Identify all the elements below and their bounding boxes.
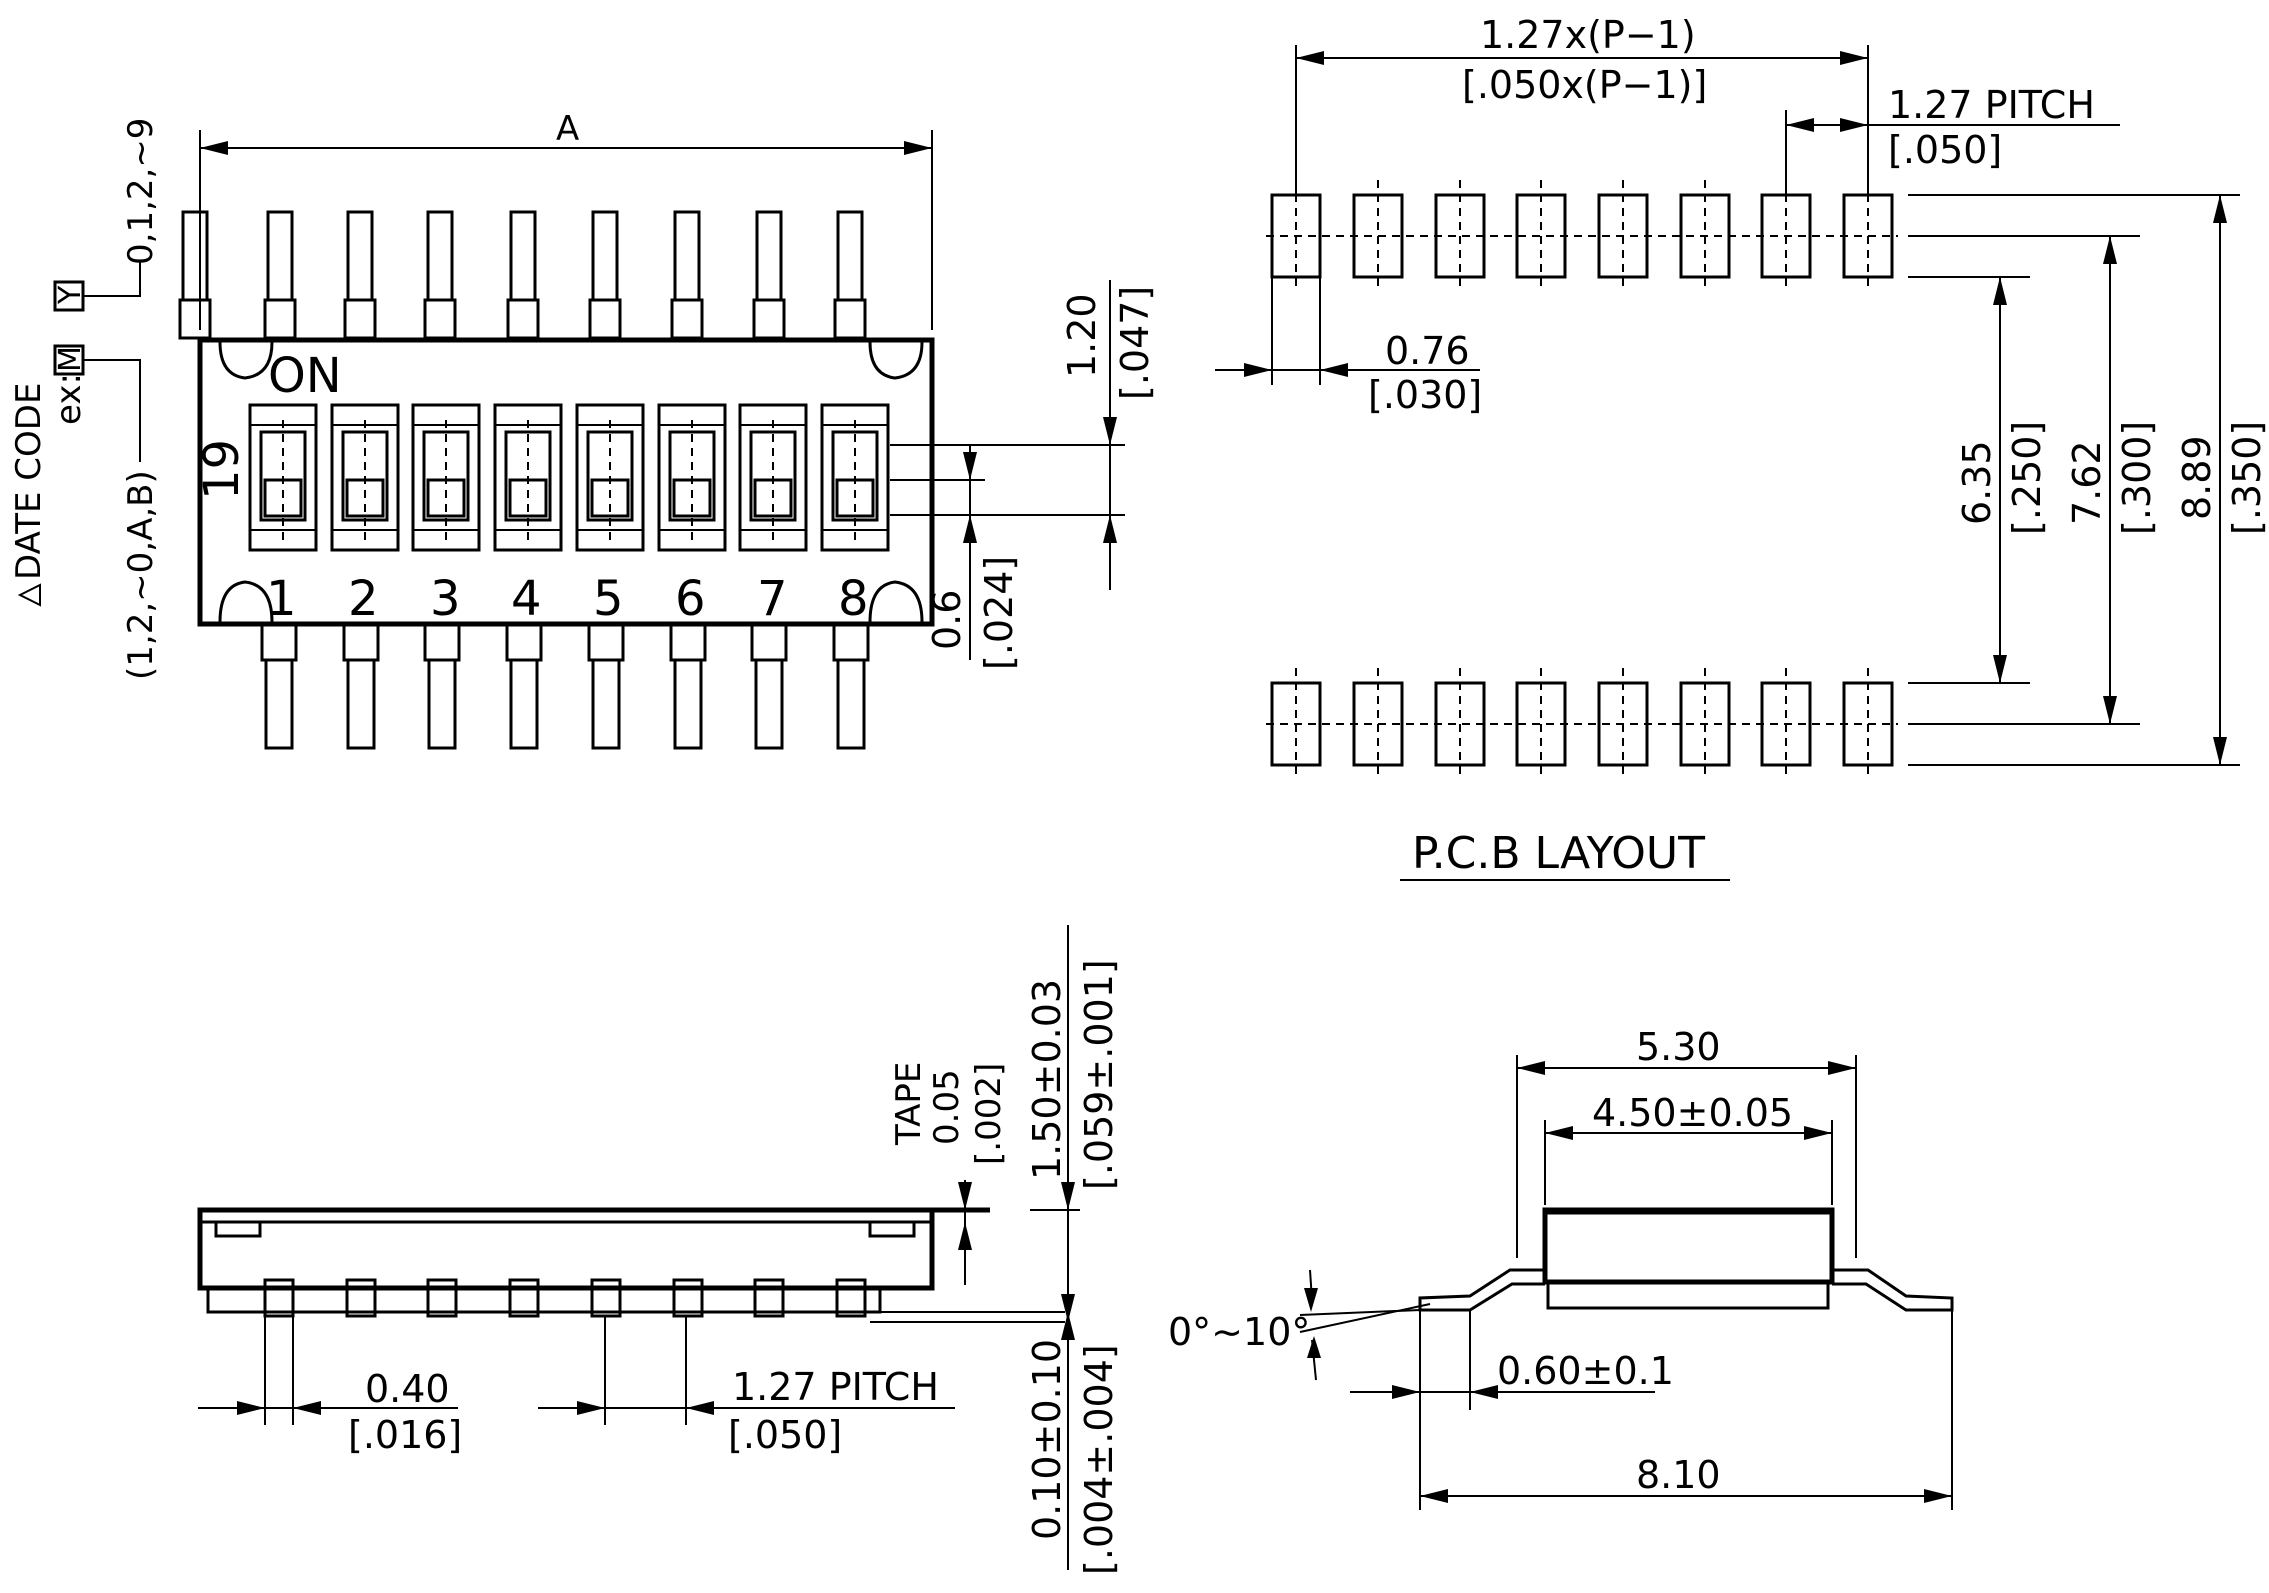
date-code-m-range: (1,2,~0,A,B) [121,470,161,680]
switch-body [197,337,935,627]
top-view: ON 19 1 2 3 4 5 6 7 8 [9,109,1157,750]
date-code: Y M 0,1,2,~9 (1,2,~0,A,B) ex: DATE CODE [9,118,161,680]
side-standoff-in: [.004±.004] [1077,1344,1121,1575]
date-code-box-m: M [53,346,88,372]
side-tape-mm: 0.05 [927,1069,967,1145]
switch-number-3: 3 [430,571,461,627]
pcb-pad-width-in: [.030] [1368,373,1482,417]
pcb-pitch-in: [.050] [1888,128,2002,172]
pcb-mid-mm: 7.62 [2065,440,2109,525]
top-pin-3 [423,210,457,340]
switch-number-2: 2 [348,571,379,627]
side-pitch-mm: 1.27 PITCH [732,1365,939,1409]
dim-height-mm: 1.20 [1060,293,1104,378]
date-code-title: DATE CODE [9,383,49,580]
dim-switch-height: 1.20 [.047] 0.6 [.024] [890,280,1157,670]
side-pitch-in: [.050] [728,1413,842,1457]
pcb-span-in: [.050x(P−1)] [1462,63,1707,107]
end-angle: 0°∼10° [1168,1310,1310,1354]
pcb-title: P.C.B LAYOUT [1412,828,1705,879]
side-height-mm: 1.50±0.03 [1025,979,1069,1180]
switch-number-1: 1 [266,571,297,627]
pcb-pitch-mm: 1.27 PITCH [1888,83,2095,127]
end-width-body: 4.50±0.05 [1592,1091,1793,1135]
pcb-span-mm: 1.27x(P−1) [1480,13,1696,57]
side-marking: 19 [194,439,250,500]
top-pin-2 [343,210,377,340]
dim-height-in: [.047] [1113,286,1157,400]
top-pin-0 [263,210,297,340]
top-pin-6 [670,210,704,340]
side-lead-width-in: [.016] [348,1413,462,1457]
switch-number-6: 6 [675,571,706,627]
dim-a-label: A [556,109,579,149]
date-code-box-y: Y [53,285,88,305]
pcb-layout: 1.27x(P−1) [.050x(P−1)] 1.27 PITCH [.050… [1215,13,2269,881]
top-pin-5 [588,210,622,340]
side-tape-in: [.002] [969,1063,1009,1165]
dim-a: A [199,109,933,330]
switch-array [248,403,890,552]
top-pin-1 [178,210,212,340]
dim-slide-mm: 0.6 [925,590,969,650]
side-standoff-mm: 0.10±0.10 [1025,1339,1069,1540]
on-label: ON [268,348,342,404]
pcb-outer-mm: 8.89 [2175,435,2219,520]
pcb-mid-in: [.300] [2115,421,2159,535]
switch-5 [575,403,645,552]
top-pins [178,210,867,340]
end-width-outer: 5.30 [1636,1025,1721,1069]
side-view: TAPE 0.05 [.002] 1.50±0.03 [.059±.001] 0… [197,925,1121,1575]
switch-number-4: 4 [511,571,542,627]
end-overall: 8.10 [1636,1453,1721,1497]
top-pin-4 [506,210,540,340]
switch-number-5: 5 [593,571,624,627]
switch-number-7: 7 [757,571,788,627]
side-tape-label: TAPE [889,1062,929,1146]
end-foot: 0.60±0.1 [1497,1349,1674,1393]
top-pin-7 [752,210,786,340]
dim-slide-in: [.024] [977,556,1021,670]
date-code-example: ex: [49,373,89,425]
bottom-pins [260,622,870,750]
pcb-pad-width-mm: 0.76 [1385,329,1470,373]
switch-number-8: 8 [838,571,869,627]
date-code-y-range: 0,1,2,~9 [121,118,161,265]
pcb-inner-in: [.250] [2005,421,2049,535]
pcb-inner-mm: 6.35 [1955,440,1999,525]
side-lead-width-mm: 0.40 [365,1367,450,1411]
top-pin-8 [833,210,867,340]
switch-3 [411,403,481,552]
pcb-outer-in: [.350] [2225,421,2269,535]
side-height-in: [.059±.001] [1077,959,1121,1190]
end-view: 5.30 4.50±0.05 0°∼10° 0.60±0.1 8.10 [1168,1025,1954,1510]
side-leads [263,1278,867,1318]
